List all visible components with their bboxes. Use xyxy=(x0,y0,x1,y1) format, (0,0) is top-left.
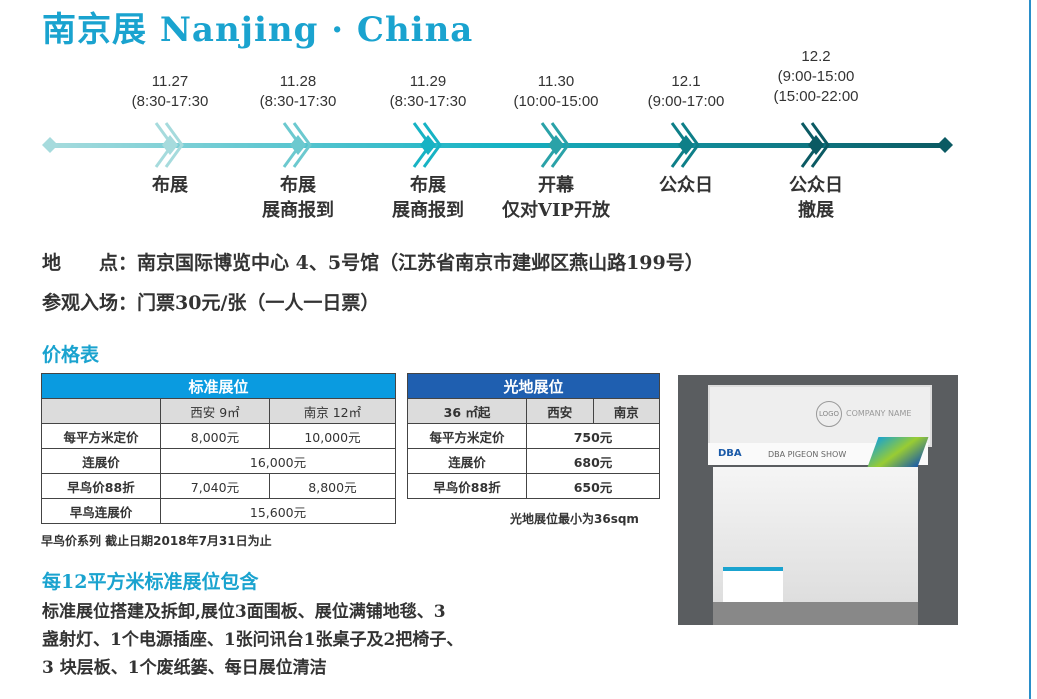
timeline-milestone-diamond xyxy=(412,122,442,168)
timeline-date: 11.27 (8:30-17:30 xyxy=(110,72,230,112)
timeline-label2: 展商报到 xyxy=(392,200,464,221)
timeline-date: 11.29 (8:30-17:30 xyxy=(368,72,488,112)
timeline-date: 11.27 xyxy=(151,73,189,90)
timeline-date: 11.30 xyxy=(537,73,575,90)
timeline-label: 公众日 xyxy=(616,173,756,198)
timeline-label1: 公众日 xyxy=(659,175,713,196)
booth-image: LOGO COMPANY NAME DBA DBA PIGEON SHOW xyxy=(678,375,958,625)
price-title: 价格表 xyxy=(42,344,100,366)
package-title: 每12平方米标准展位包含 xyxy=(42,571,259,593)
timeline-label2: 撤展 xyxy=(798,200,834,221)
timeline-label: 开幕仅对VIP开放 xyxy=(486,173,626,223)
timeline-time: (8:30-17:30 xyxy=(259,93,337,110)
timeline-date: 11.30 (10:00-15:00 xyxy=(496,72,616,112)
timeline-label1: 布展 xyxy=(152,175,188,196)
timeline-track xyxy=(42,122,953,168)
timeline-label1: 布展 xyxy=(410,175,446,196)
timeline-label1: 开幕 xyxy=(538,175,574,196)
ticket-row: 参观入场：门票30元/张（一人一日票） xyxy=(42,292,380,314)
timeline-time: (8:30-17:30 xyxy=(389,93,467,110)
raw-note: 光地展位最小为36sqm xyxy=(510,512,639,526)
venue-row: 地 点：南京国际博览中心 4、5号馆（江苏省南京市建邺区燕山路199号） xyxy=(42,252,704,274)
timeline-time: (9:00-17:00 xyxy=(647,93,725,110)
timeline-milestone-diamond xyxy=(282,122,312,168)
timeline-start-diamond xyxy=(42,137,58,153)
timeline-label: 布展展商报到 xyxy=(228,173,368,223)
timeline-date: 12.2 xyxy=(801,48,831,65)
timeline-label: 布展 xyxy=(100,173,240,198)
timeline-time: (9:00-15:00 xyxy=(777,68,855,85)
timeline-label2: 展商报到 xyxy=(262,200,334,221)
timeline-date: 12.1 (9:00-17:00 xyxy=(626,72,746,112)
timeline-date: 11.29 xyxy=(409,73,447,90)
timeline-date: 12.2 (9:00-15:00 (15:00-22:00 xyxy=(756,47,876,107)
timeline-milestone-diamond xyxy=(540,122,570,168)
timeline-milestone-diamond xyxy=(670,122,700,168)
timeline-label: 公众日撤展 xyxy=(746,173,886,223)
page-edge-line xyxy=(1029,0,1031,699)
timeline-date: 11.28 (8:30-17:30 xyxy=(238,72,358,112)
timeline-label1: 公众日 xyxy=(789,175,843,196)
timeline-date: 11.28 xyxy=(279,73,317,90)
standard-note: 早鸟价系列 截止日期2018年7月31日为止 xyxy=(41,534,272,548)
timeline-time2: (15:00-22:00 xyxy=(773,88,859,105)
timeline-label: 布展展商报到 xyxy=(358,173,498,223)
page-title: 南京展 Nanjing · China xyxy=(42,10,474,50)
timeline-time: (8:30-17:30 xyxy=(131,93,209,110)
timeline-milestone-diamond xyxy=(154,122,184,168)
timeline-time: (10:00-15:00 xyxy=(513,93,599,110)
timeline-label2: 仅对VIP开放 xyxy=(502,200,610,221)
timeline-label1: 布展 xyxy=(280,175,316,196)
timeline-milestone-diamond xyxy=(800,122,830,168)
timeline-date: 12.1 xyxy=(671,73,701,90)
timeline-end-diamond xyxy=(937,137,953,153)
